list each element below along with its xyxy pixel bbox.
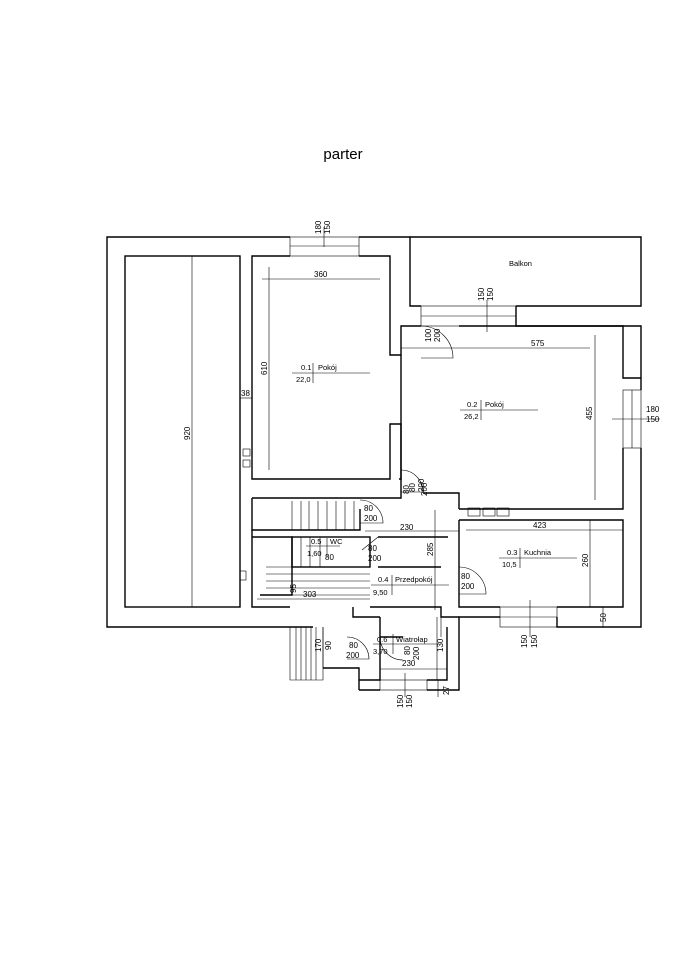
- dim-room1-width: 360: [314, 270, 328, 279]
- plan-title: parter: [323, 146, 363, 163]
- room-number: 0.1: [301, 363, 311, 372]
- room-number: 0.4: [378, 575, 388, 584]
- window-dim-b: 150: [646, 415, 660, 424]
- room-name: Przedpokój: [395, 575, 433, 584]
- room-label-lines: [292, 363, 577, 654]
- window-dim-a: 180: [314, 220, 323, 234]
- door-dim-b: 200: [346, 651, 360, 660]
- room-name: Wiatrołap: [396, 635, 428, 644]
- door-swings: [346, 325, 487, 661]
- room-area: 26,2: [464, 412, 479, 421]
- dim-ext-stair-2: 90: [324, 641, 333, 650]
- dim-vest-height: 130: [436, 638, 445, 652]
- door-dim-a: 80: [402, 485, 411, 494]
- door-dim-a: 80: [368, 544, 377, 553]
- door-dim-b: 200: [368, 554, 382, 563]
- balcony-label: Balkon: [509, 259, 532, 268]
- outer-walls: [106, 236, 642, 691]
- vent-icons: [239, 448, 510, 581]
- room-area: 3,70: [373, 647, 388, 656]
- room-name: WC: [330, 537, 343, 546]
- dim-stair-height: 95: [289, 584, 298, 593]
- door-dim-b: 200: [461, 582, 475, 591]
- door-dim-b: 200: [412, 646, 421, 660]
- window-dim-a: 150: [520, 634, 529, 648]
- dim-stair-width: 303: [303, 590, 317, 599]
- door-dim-b: 200: [420, 482, 429, 496]
- window-dim-a: 180: [646, 405, 660, 414]
- room-area: 22,0: [296, 375, 311, 384]
- room-area: 9,50: [373, 588, 388, 597]
- dim-hall-height: 285: [426, 542, 435, 556]
- dim-left-gap: 38: [241, 389, 250, 398]
- window-dim-b: 150: [323, 220, 332, 234]
- window-dim-a: 150: [477, 287, 486, 301]
- dim-kitchen-width: 423: [533, 521, 547, 530]
- room-area: 1,60: [307, 549, 322, 558]
- door-dim-a: 80: [408, 483, 417, 492]
- room-name: Pokój: [485, 400, 504, 409]
- room-number: 0.3: [507, 548, 517, 557]
- dimension-lines: [191, 227, 660, 697]
- windows: [289, 236, 642, 691]
- dim-vest-small: 27: [442, 686, 451, 695]
- window-dim-a: 150: [396, 694, 405, 708]
- door-dim-b: 200: [433, 328, 442, 342]
- door-dim-a: 80: [349, 641, 358, 650]
- dim-ext-stair: 170: [314, 638, 323, 652]
- room-number: 0.6: [377, 635, 387, 644]
- dim-room1-height: 610: [260, 361, 269, 375]
- dim-kitchen-height: 260: [581, 553, 590, 567]
- door-dim-b: 200: [417, 478, 426, 492]
- door-dim-b: 200: [364, 514, 378, 523]
- window-dim-b: 150: [530, 634, 539, 648]
- interior-walls: [124, 255, 641, 681]
- room-number: 0.2: [467, 400, 477, 409]
- room-name: Pokój: [318, 363, 337, 372]
- dim-left-height: 920: [183, 426, 192, 440]
- dim-vest-width: 230: [402, 659, 416, 668]
- dim-wc-width: 80: [325, 553, 334, 562]
- window-dim-b: 150: [405, 694, 414, 708]
- door-dim-a: 80: [403, 646, 412, 655]
- dim-room2-width: 575: [531, 339, 545, 348]
- dim-room2-height: 455: [585, 406, 594, 420]
- window-dim-b: 150: [486, 287, 495, 301]
- room-number: 0.5: [311, 537, 321, 546]
- dim-hall-width: 230: [400, 523, 414, 532]
- door-dim-a: 80: [364, 504, 373, 513]
- door-dim-a: 80: [461, 572, 470, 581]
- room-area: 10,5: [502, 560, 517, 569]
- door-dim-a: 100: [424, 328, 433, 342]
- room-name: Kuchnia: [524, 548, 552, 557]
- dim-wall-50: 50: [599, 613, 608, 622]
